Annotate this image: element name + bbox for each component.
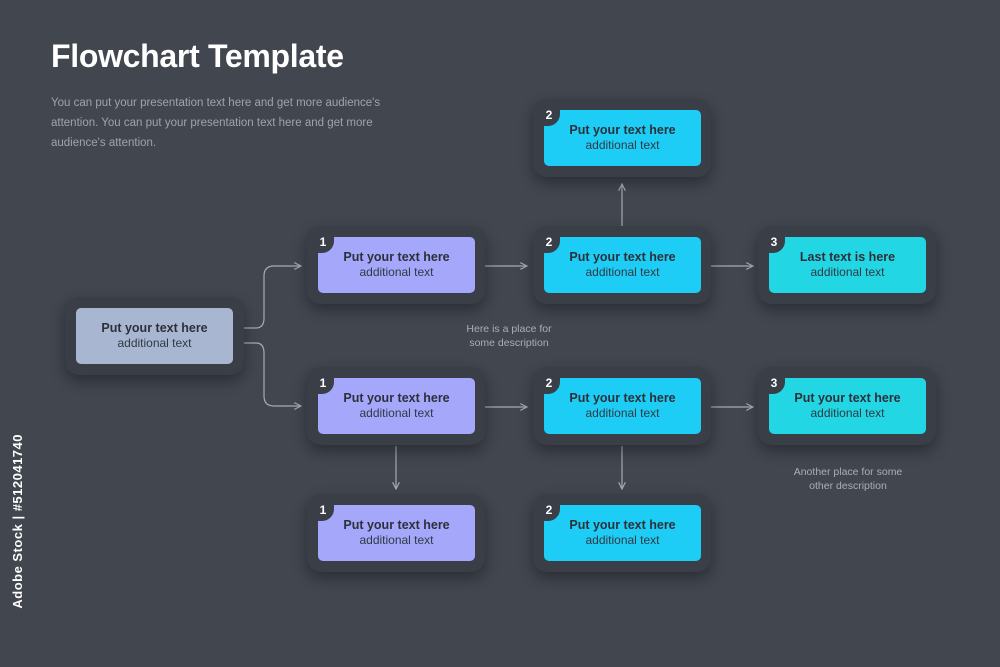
page-title: Flowchart Template [51,38,344,74]
start-node-subtext: additional text [117,336,192,350]
step-number-badge: 3 [763,231,785,253]
lower-step2-node: 2 Put your text here additional text [538,372,701,434]
lower-step3-node: 3 Put your text here additional text [763,372,926,434]
start-node: Put your text here additional text [76,308,233,364]
upper-step2-node: 2 Put your text here additional text [538,231,701,293]
right-description-note: Another place for some other description [793,466,903,492]
connector-start-to-lower [244,342,301,406]
bottom-step2-node: 2 Put your text here additional text [538,499,701,561]
step-number-badge: 1 [312,499,334,521]
upper-step1-node: 1 Put your text here additional text [312,231,475,293]
bottom-step1-title: Put your text here [343,518,450,532]
stock-watermark-id: Adobe Stock | #512041740 [10,434,25,609]
upper-step2-title: Put your text here [569,250,676,264]
step-number-badge: 2 [538,231,560,253]
step-number-badge: 1 [312,231,334,253]
bottom-step1-subtext: additional text [359,533,434,547]
lower-step1-node: 1 Put your text here additional text [312,372,475,434]
step-number-badge: 2 [538,372,560,394]
upper-step1-title: Put your text here [343,250,450,264]
connector-start-to-upper [244,266,301,329]
page-subtitle: You can put your presentation text here … [51,97,381,149]
bottom-step2-subtext: additional text [585,533,660,547]
step-number-badge: 3 [763,372,785,394]
upper-step3-node: 3 Last text is here additional text [763,231,926,293]
top-step2-subtext: additional text [585,138,660,152]
start-node-title: Put your text here [101,321,208,335]
bottom-step2-title: Put your text here [569,518,676,532]
step-number-badge: 2 [538,104,560,126]
top-step2-title: Put your text here [569,123,676,137]
lower-step3-subtext: additional text [810,406,885,420]
lower-step3-title: Put your text here [794,391,901,405]
lower-step1-subtext: additional text [359,406,434,420]
upper-step3-subtext: additional text [810,265,885,279]
lower-step2-title: Put your text here [569,391,676,405]
step-number-badge: 2 [538,499,560,521]
lower-step1-title: Put your text here [343,391,450,405]
bottom-step1-node: 1 Put your text here additional text [312,499,475,561]
top-step2-node: 2 Put your text here additional text [538,104,701,166]
upper-step3-title: Last text is here [799,250,896,264]
upper-step2-subtext: additional text [585,265,660,279]
middle-description-note: Here is a place for some description [466,323,552,349]
upper-step1-subtext: additional text [359,265,434,279]
step-number-badge: 1 [312,372,334,394]
lower-step2-subtext: additional text [585,406,660,420]
